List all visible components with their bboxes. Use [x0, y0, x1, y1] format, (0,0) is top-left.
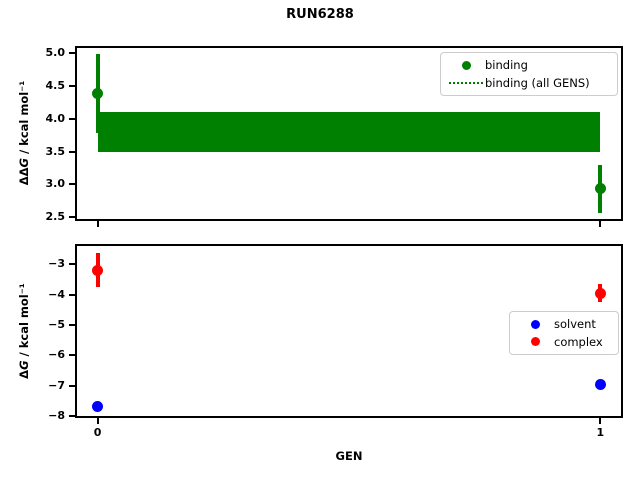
legend-marker-box: [447, 60, 485, 70]
y-tick: [69, 415, 75, 418]
legend-marker-box: [447, 81, 485, 84]
y-tick-label: −7: [48, 378, 65, 392]
y-tick-label: −4: [48, 287, 65, 301]
data-point-solvent-gen0: [92, 400, 104, 412]
y-tick: [69, 354, 75, 357]
legend-item: binding (all GENS): [447, 76, 611, 90]
x-tick: [96, 221, 99, 227]
y-tick: [69, 384, 75, 387]
legend-item-label: binding (all GENS): [485, 75, 590, 90]
legend-item: solvent: [516, 317, 612, 331]
x-tick: [96, 418, 99, 424]
legend: binding binding (all GENS): [440, 52, 618, 96]
legend-marker-box: [516, 319, 554, 329]
legend-marker-dot-icon: [530, 337, 540, 347]
y-tick-label: 2.5: [45, 210, 66, 224]
x-tick-label: 0: [93, 426, 102, 439]
y-tick: [69, 52, 75, 55]
legend-item: binding: [447, 58, 611, 72]
legend: solvent complex: [509, 311, 619, 355]
y-tick: [69, 293, 75, 296]
y-tick: [69, 216, 75, 219]
y-tick-label: −3: [48, 257, 65, 271]
y-tick: [69, 263, 75, 266]
legend-item-label: binding: [485, 58, 528, 73]
x-tick: [599, 418, 602, 424]
data-point-solvent-gen1: [594, 379, 606, 391]
y-tick-label: −5: [48, 318, 65, 332]
y-tick-label: −6: [48, 348, 65, 362]
legend-item-label: complex: [554, 334, 603, 349]
data-point-binding-gen0: [92, 87, 104, 99]
data-point-binding-gen1: [594, 183, 606, 195]
top-plot-axes: [75, 46, 623, 221]
x-axis-label: GEN: [335, 449, 363, 463]
y-tick-label: 5.0: [45, 46, 66, 60]
y-tick-label: 3.0: [45, 177, 66, 191]
legend-marker-box: [516, 337, 554, 347]
y-tick-label: 3.5: [45, 144, 66, 158]
x-tick: [599, 221, 602, 227]
figure-title: RUN6288: [286, 7, 354, 22]
bottom-plot-axes: [75, 244, 623, 418]
y-tick: [69, 117, 75, 120]
data-point-complex-gen0: [92, 264, 104, 276]
y-tick: [69, 84, 75, 87]
y-tick-label: 4.5: [45, 78, 66, 92]
y-tick: [69, 183, 75, 186]
legend-marker-dot-icon: [461, 60, 471, 70]
legend-item: complex: [516, 335, 612, 349]
y-tick: [69, 150, 75, 153]
legend-marker-dotted-line-icon: [449, 81, 483, 84]
confidence-band: [97, 111, 601, 153]
y-tick: [69, 324, 75, 327]
y-tick-label: 4.0: [45, 111, 66, 125]
legend-item-label: solvent: [554, 317, 596, 332]
data-point-complex-gen1: [594, 287, 606, 299]
top-y-axis-label: ΔΔG / kcal mol⁻¹: [17, 81, 31, 186]
x-tick-label: 1: [596, 426, 605, 439]
legend-marker-dot-icon: [530, 319, 540, 329]
y-tick-label: −8: [48, 409, 65, 423]
